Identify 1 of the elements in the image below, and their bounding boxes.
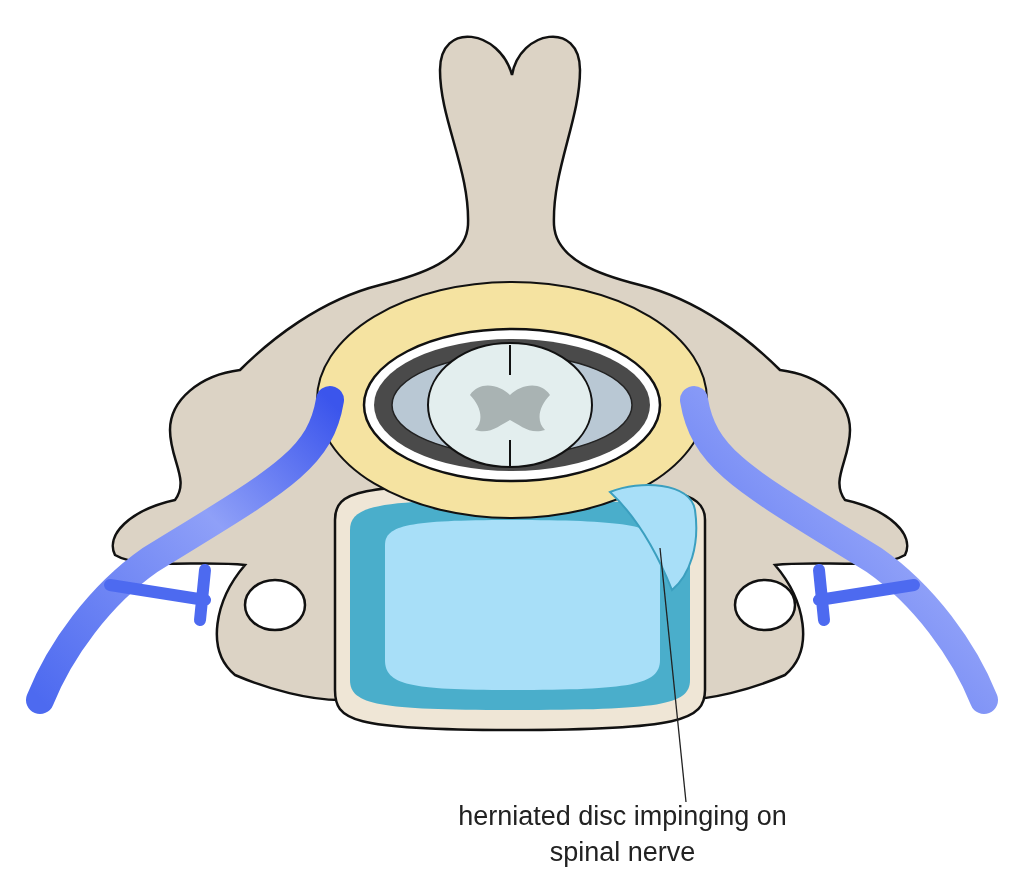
callout-label: herniated disc impinging on spinal nerve — [450, 798, 795, 870]
